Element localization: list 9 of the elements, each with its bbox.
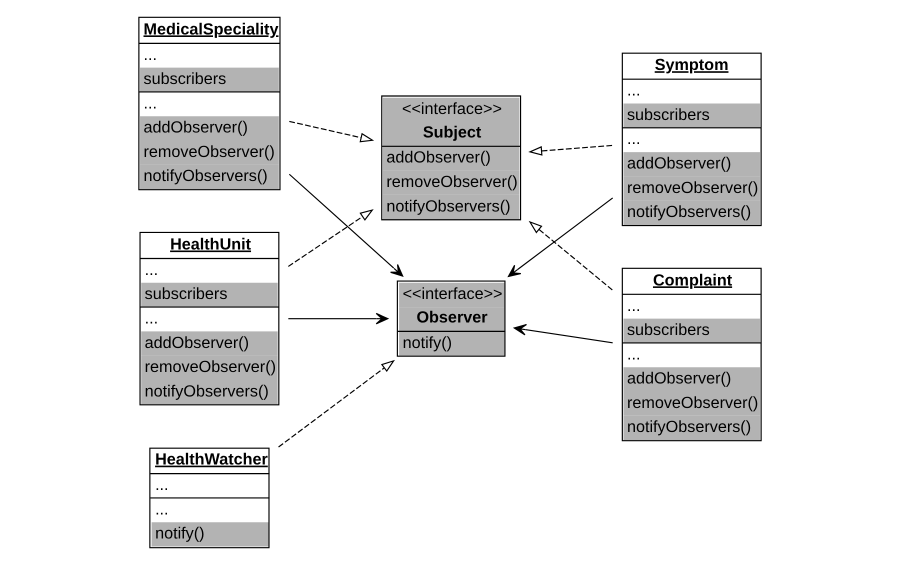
arrow [507, 198, 613, 277]
arrow [528, 220, 613, 291]
arrow [513, 324, 612, 344]
arrow [288, 312, 388, 324]
arrow [528, 144, 613, 156]
arrow [288, 174, 403, 277]
arrow [288, 120, 374, 142]
arrow [278, 360, 394, 448]
arrow [288, 209, 374, 267]
